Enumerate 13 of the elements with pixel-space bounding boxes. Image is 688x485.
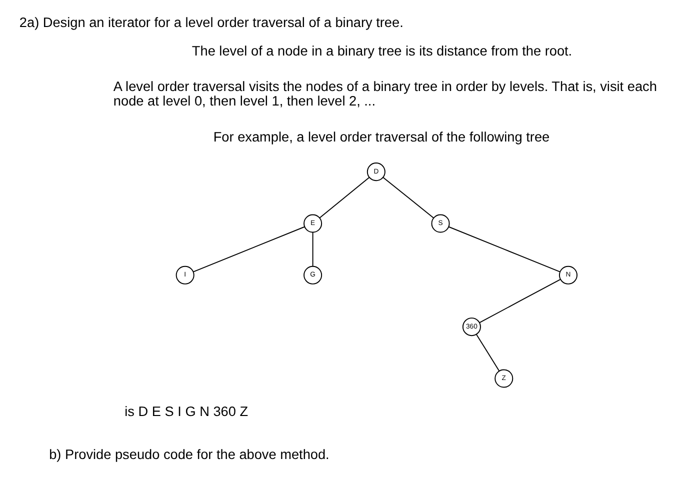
label: A level order traversal visits the nodes of a binary tree in order by levels. That is, visit each node at level 0, then level 1, then level 2, ... bbox=[113, 79, 657, 109]
connector bbox=[478, 278, 561, 324]
label: is D E S I G N 360 Z bbox=[124, 404, 248, 420]
connector bbox=[448, 226, 560, 272]
label: For example, a level order traversal of the following tree bbox=[213, 129, 550, 144]
label: The level of a node in a binary tree is its distance from the root. bbox=[192, 44, 572, 59]
connector bbox=[192, 226, 305, 272]
connector bbox=[312, 232, 314, 267]
connector bbox=[476, 334, 500, 372]
label: b) Provide pseudo code for the above method. bbox=[49, 447, 330, 462]
diagram-title: 2a) Design an iterator for a level order traversal of a binary tree. bbox=[19, 14, 404, 30]
connector bbox=[319, 177, 370, 218]
connector bbox=[382, 176, 434, 218]
